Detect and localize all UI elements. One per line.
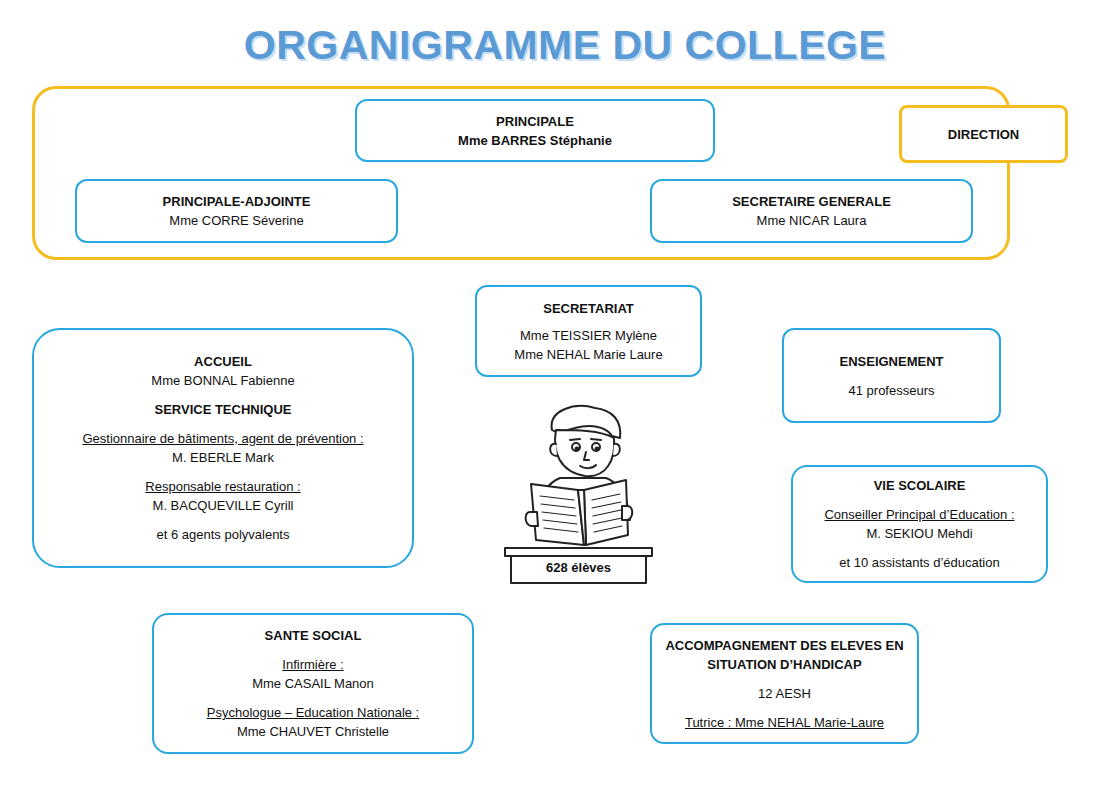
box-text: Gestionnaire de bâtiments, agent de prév… xyxy=(82,429,363,448)
box-text: Responsable restauration : xyxy=(145,477,300,496)
box-text: Psychologue – Education Nationale : xyxy=(207,703,419,722)
org-box: SANTE SOCIAL Infirmière :Mme CASAIL Manon… xyxy=(152,613,474,754)
box-heading: PRINCIPALE-ADJOINTE xyxy=(163,192,311,211)
student-count: 628 élèves xyxy=(546,560,611,575)
box-heading: VIE SCOLAIRE xyxy=(874,476,966,495)
box-heading: ACCUEIL xyxy=(194,352,252,371)
box-text: SERVICE TECHNIQUE xyxy=(154,400,291,419)
box-text: Mme BONNAL Fabienne xyxy=(151,371,294,390)
box-text: Mme BARRES Stéphanie xyxy=(458,131,612,150)
box-text: et 10 assistants d’éducation xyxy=(839,553,999,572)
box-text: 12 AESH xyxy=(758,684,811,703)
box-text: Conseiller Principal d’Education : xyxy=(824,505,1014,524)
box-text: et 6 agents polyvalents xyxy=(157,525,290,544)
box-text: M. SEKIOU Mehdi xyxy=(866,524,972,543)
box-heading: SECRETARIAT xyxy=(543,299,634,318)
box-heading: ENSEIGNEMENT xyxy=(839,352,943,371)
box-text: Mme CORRE Séverine xyxy=(169,211,303,230)
org-box: PRINCIPALEMme BARRES Stéphanie xyxy=(355,99,715,162)
org-box: SECRETAIRE GENERALEMme NICAR Laura xyxy=(650,179,973,243)
org-box: SECRETARIAT Mme TEISSIER MylèneMme NEHAL … xyxy=(475,285,702,377)
box-text: Mme CASAIL Manon xyxy=(252,674,374,693)
box-heading: PRINCIPALE xyxy=(496,112,574,131)
box-text: Mme NEHAL Marie Laure xyxy=(514,345,662,364)
org-box: PRINCIPALE-ADJOINTEMme CORRE Séverine xyxy=(75,179,398,243)
box-text: Infirmière : xyxy=(282,655,343,674)
org-box: ENSEIGNEMENT 41 professeurs xyxy=(782,328,1001,423)
org-box: ACCOMPAGNEMENT DES ELEVES EN SITUATION D… xyxy=(650,623,919,744)
box-text: M. EBERLE Mark xyxy=(172,448,274,467)
box-heading: ACCOMPAGNEMENT DES ELEVES EN SITUATION D… xyxy=(665,636,905,674)
org-box: ACCUEILMme BONNAL FabienneSERVICE TECHNI… xyxy=(32,328,414,568)
direction-band: DIRECTIONPRINCIPALEMme BARRES StéphanieP… xyxy=(32,86,1010,260)
org-box: VIE SCOLAIRE Conseiller Principal d’Educa… xyxy=(791,465,1048,583)
box-text: Mme NICAR Laura xyxy=(757,211,867,230)
box-text: Mme CHAUVET Christelle xyxy=(237,722,389,741)
box-heading: SANTE SOCIAL xyxy=(265,626,362,645)
box-text: Mme TEISSIER Mylène xyxy=(520,326,657,345)
band-heading: DIRECTION xyxy=(899,105,1068,163)
box-text: 41 professeurs xyxy=(849,381,935,400)
box-text: Tutrice : Mme NEHAL Marie-Laure xyxy=(685,713,884,732)
box-heading: SECRETAIRE GENERALE xyxy=(732,192,891,211)
box-text: M. BACQUEVILLE Cyrill xyxy=(153,496,294,515)
diagram-title: ORGANIGRAMME DU COLLEGE xyxy=(0,22,1116,69)
